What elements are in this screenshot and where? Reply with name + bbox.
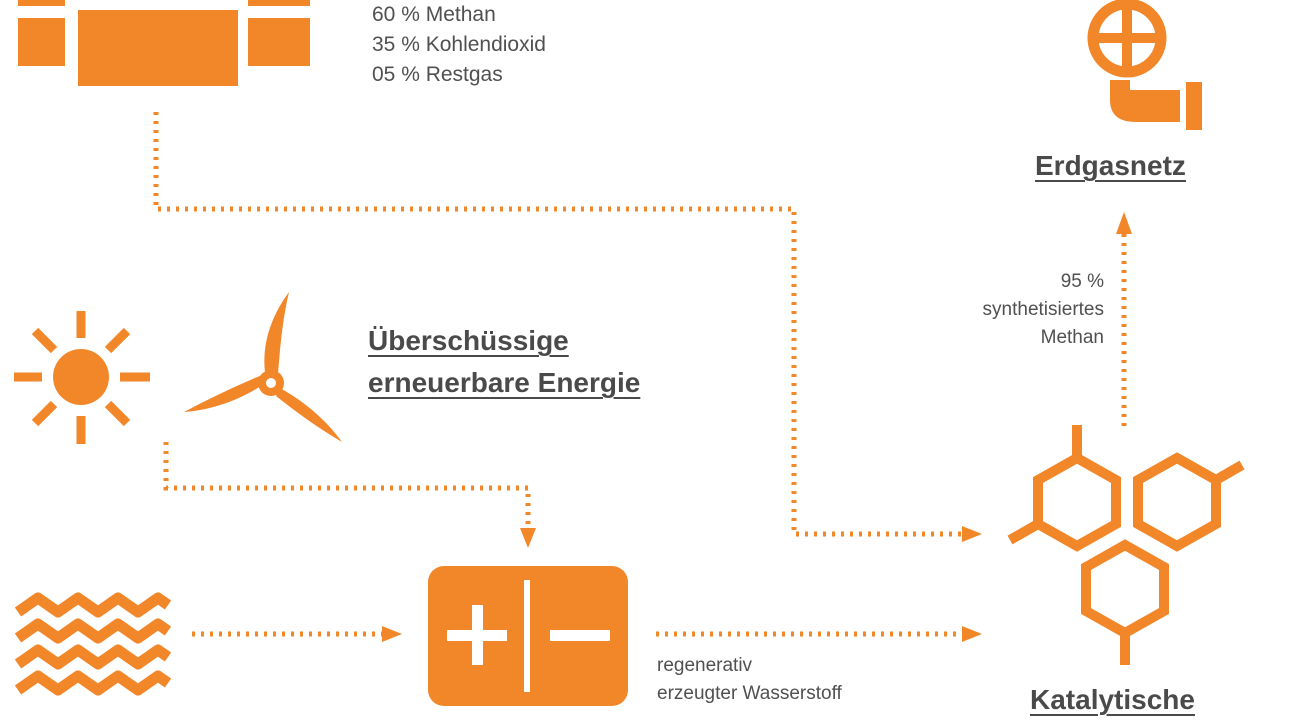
composition-co2: 35 % Kohlendioxid [372,33,546,56]
valve-icon [1087,0,1202,130]
electrolyzer-icon [428,566,628,706]
biogas-pipe-icon [18,0,310,86]
hydrogen-line-1: regenerativ [657,655,753,676]
composition-methane: 60 % Methan [372,3,496,26]
renewable-title-line-1: Überschüssige [368,325,569,356]
hydrogen-label: regenerativ erzeugter Wasserstoff [657,652,842,708]
composition-residual-gas: 05 % Restgas [372,63,503,86]
renewable-title: Überschüssige erneuerbare Energie [368,320,640,404]
water-waves-icon [14,592,172,696]
hydrogen-line-2: erzeugter Wasserstoff [657,683,842,704]
biogas-composition: 60 % Methan 35 % Kohlendioxid 05 % Restg… [372,0,546,90]
grid-title: Erdgasnetz [1035,150,1186,181]
methane-synthesized: synthetisiertes [982,299,1104,320]
wind-turbine-icon [184,292,342,442]
methane-name: Methan [1040,327,1104,348]
catalyst-molecule-icon [1007,425,1245,665]
methane-percent: 95 % [1060,271,1104,292]
renewable-title-line-2: erneuerbare Energie [368,367,641,398]
sun-icon [14,311,150,444]
methane-label: 95 % synthetisiertes Methan [983,268,1104,352]
catalysis-title: Katalytische [1030,684,1195,715]
connectors [153,112,1132,642]
